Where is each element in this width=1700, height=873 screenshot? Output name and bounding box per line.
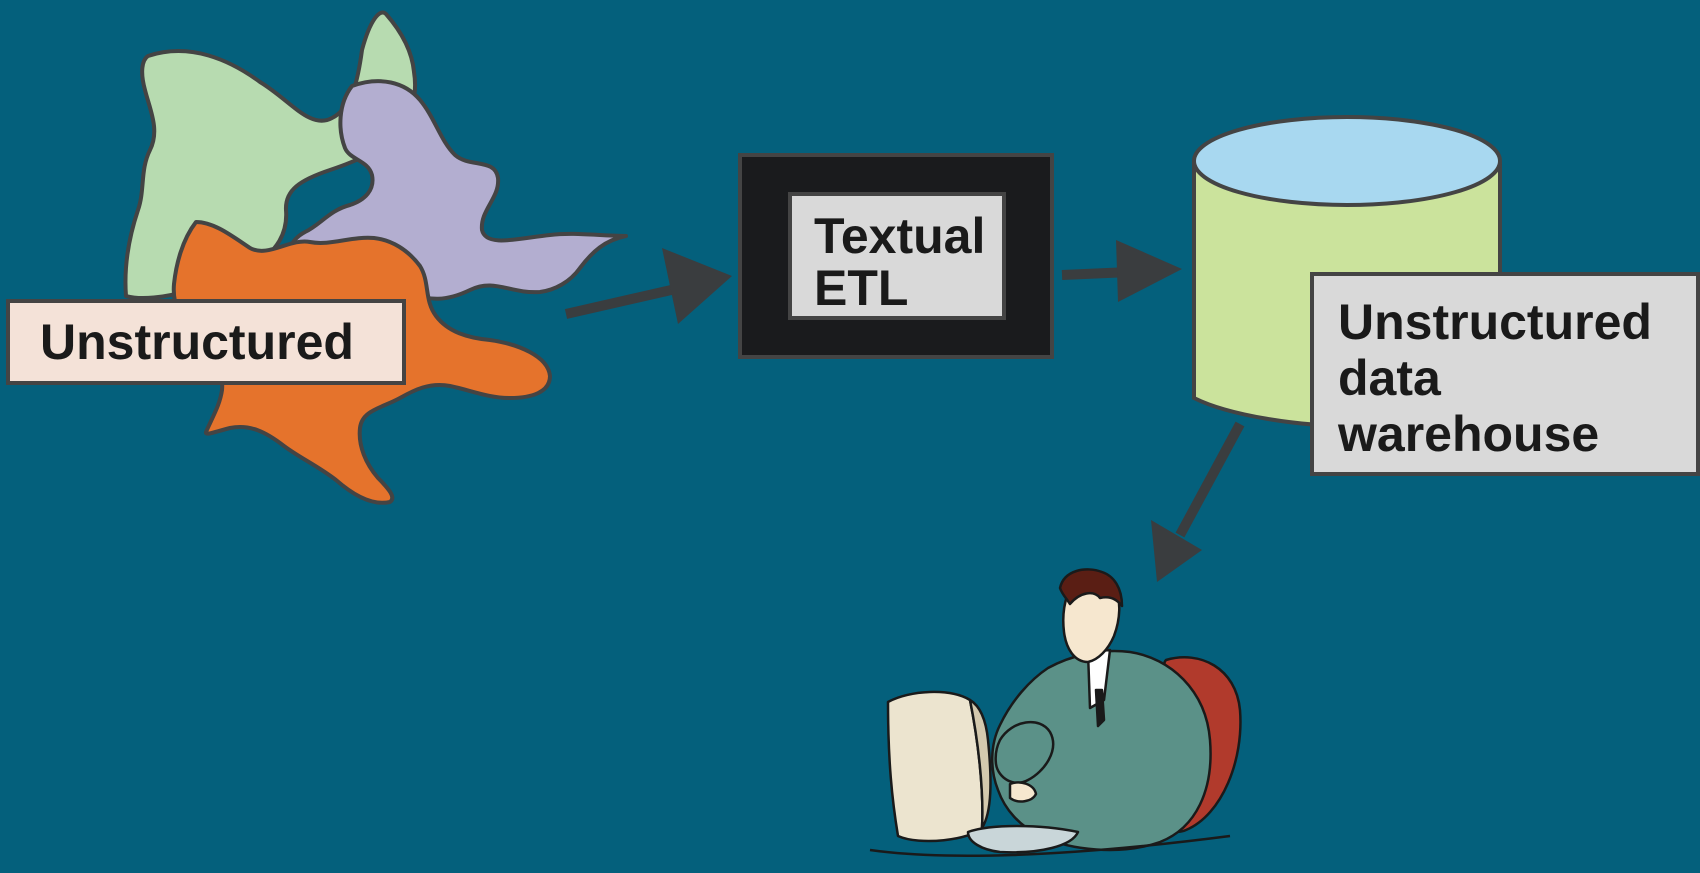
arrow-to-etl (564, 248, 732, 324)
etl-line-2: ETL (814, 260, 909, 316)
arrow-to-warehouse (1061, 240, 1182, 302)
flow-arrows (564, 240, 1245, 582)
unstructured-source-label: Unstructured (6, 299, 406, 385)
analyst-at-computer-illustration (869, 568, 1242, 857)
person-hair (1058, 568, 1124, 608)
keyboard (966, 824, 1080, 854)
warehouse-line-1: Unstructured (1338, 294, 1652, 350)
person-body (990, 649, 1212, 852)
tie (1094, 688, 1106, 728)
desk-line (869, 834, 1231, 857)
cylinder-top (1192, 115, 1502, 207)
hand (1008, 781, 1038, 803)
warehouse-line-3: warehouse (1338, 406, 1600, 462)
data-warehouse-label: Unstructured data warehouse (1310, 272, 1700, 476)
unstructured-data-shapes (123, 10, 628, 505)
textual-etl-label: Textual ETL (788, 192, 1006, 320)
unstructured-label-text: Unstructured (40, 314, 354, 370)
monitor-side (968, 698, 992, 830)
arm-left (994, 720, 1055, 785)
computer-monitor (886, 690, 984, 843)
arrow-to-analyst (1151, 421, 1245, 582)
etl-line-1: Textual (814, 208, 986, 264)
warehouse-line-2: data (1338, 350, 1441, 406)
